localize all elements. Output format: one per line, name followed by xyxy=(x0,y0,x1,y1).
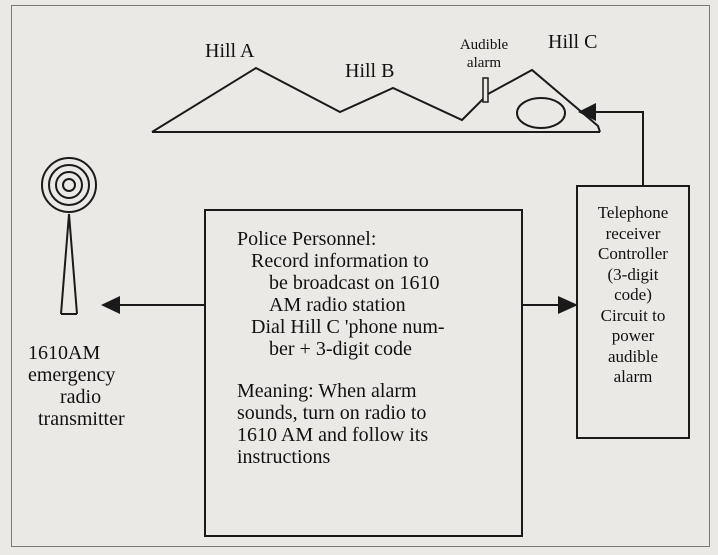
controller-line-6: Circuit to xyxy=(600,305,666,325)
audible-alarm-line-2: alarm xyxy=(466,55,502,71)
transmitter-line-4: transmitter xyxy=(38,408,125,430)
police-box-content: Police Personnel: Record information to … xyxy=(237,228,445,468)
hill-a-label: Hill A xyxy=(205,40,255,62)
hill-c-label: Hill C xyxy=(548,31,598,53)
controller-to-hill-line xyxy=(596,111,644,186)
controller-line-5: code) xyxy=(614,285,652,304)
police-step1-line-2: be broadcast on 1610 xyxy=(269,272,440,294)
hill-arrowhead-icon xyxy=(578,103,596,121)
transmitter-label: 1610AM emergency radio transmitter xyxy=(28,342,125,430)
controller-box-content: Telephone receiver Controller (3-digit c… xyxy=(579,203,687,388)
transmitter-line-1: 1610AM xyxy=(28,342,101,364)
hill-b-label: Hill B xyxy=(345,60,395,82)
controller-line-2: receiver xyxy=(605,223,661,243)
police-meaning-line-3: 1610 AM and follow its xyxy=(237,424,429,446)
police-meaning-line-2: sounds, turn on radio to xyxy=(237,402,427,424)
police-meaning-line-4: instructions xyxy=(237,446,331,468)
radio-tower-icon xyxy=(41,157,97,315)
controller-line-3: Controller xyxy=(598,244,668,263)
controller-arrowhead-icon xyxy=(558,296,578,314)
controller-line-8: audible xyxy=(607,346,659,366)
transmitter-arrowhead-icon xyxy=(101,296,120,314)
police-step1-line-3: AM radio station xyxy=(269,294,406,316)
transmitter-line-3: radio xyxy=(60,386,102,408)
police-step1-line-1: Record information to xyxy=(251,250,429,272)
transmitter-line-2: emergency xyxy=(28,364,116,386)
controller-line-9: alarm xyxy=(613,367,653,386)
controller-line-1: Telephone xyxy=(597,203,669,222)
controller-box-border xyxy=(576,185,690,439)
alarm-post-icon xyxy=(482,77,489,103)
hills-outline xyxy=(151,66,601,133)
police-step2-line-2: ber + 3-digit code xyxy=(269,338,412,360)
controller-line-7: power xyxy=(611,326,655,345)
audible-alarm-label: Audible alarm xyxy=(448,36,520,72)
police-step2-line-1: Dial Hill C 'phone num- xyxy=(251,316,445,338)
diagram-frame xyxy=(11,5,710,547)
police-box-title: Police Personnel: xyxy=(237,228,377,250)
audible-alarm-line-1: Audible xyxy=(459,37,509,53)
telephone-oval-icon xyxy=(516,97,566,129)
police-meaning-line-1: Meaning: When alarm xyxy=(237,380,417,402)
police-box-border xyxy=(204,209,523,537)
controller-line-4: (3-digit xyxy=(607,264,659,284)
